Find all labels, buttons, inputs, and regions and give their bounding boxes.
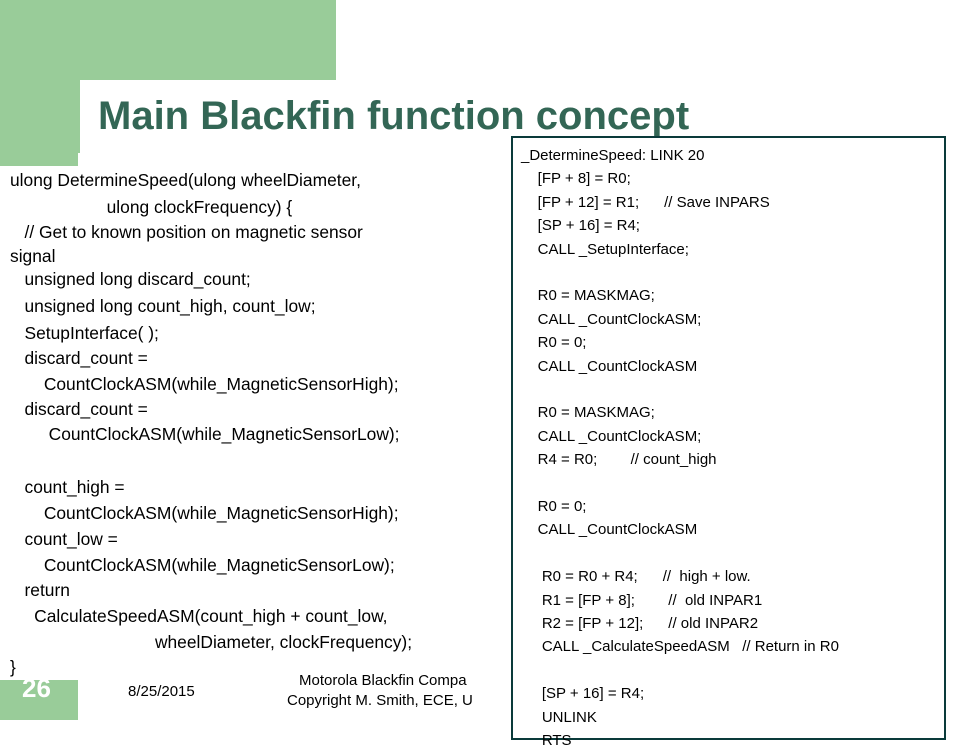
c-code-line: }: [10, 657, 16, 677]
asm-code-line: CALL _CountClockASM: [521, 357, 698, 375]
c-code-line: unsigned long discard_count;: [10, 269, 251, 289]
c-code-line: discard_count =: [10, 399, 148, 419]
c-code-line: unsigned long count_high, count_low;: [10, 296, 316, 316]
asm-code-line: _DetermineSpeed: LINK 20: [521, 147, 705, 164]
asm-code-line: UNLINK: [521, 708, 597, 726]
asm-code-line: R0 = R0 + R4; // high + low.: [521, 568, 751, 586]
c-code-line: count_high =: [10, 477, 125, 497]
asm-code-line: R4 = R0; // count_high: [521, 451, 717, 469]
copyright-line-2: Copyright M. Smith, ECE, U: [287, 692, 473, 709]
c-code-line: discard_count =: [10, 348, 148, 368]
asm-code-line: CALL _SetupInterface;: [521, 240, 689, 258]
asm-code-line: R0 = MASKMAG;: [521, 404, 655, 422]
c-code-panel: ulong DetermineSpeed(ulong wheelDiameter…: [0, 166, 510, 680]
c-code-line: ulong DetermineSpeed(ulong wheelDiameter…: [10, 170, 361, 190]
c-code-line: CountClockASM(while_MagneticSensorLow);: [10, 555, 395, 575]
footer-date: 8/25/2015: [128, 683, 195, 700]
assembly-code-box: _DetermineSpeed: LINK 20 [FP + 8] = R0; …: [511, 136, 946, 749]
asm-code-line: R0 = 0;: [521, 334, 587, 352]
c-code-line: CountClockASM(while_MagneticSensorHigh);: [10, 503, 399, 523]
c-code-line: CalculateSpeedASM(count_high + count_low…: [10, 606, 388, 626]
c-code-line: return: [10, 580, 70, 600]
asm-code-line: CALL _CountClockASM;: [521, 310, 702, 328]
asm-code-line: CALL _CountClockASM;: [521, 427, 702, 445]
asm-code-line: R0 = MASKMAG;: [521, 287, 655, 305]
asm-code-line: R0 = 0;: [521, 498, 587, 515]
copyright-line-1: Motorola Blackfin Compa: [299, 672, 467, 689]
asm-code-line: [SP + 16] = R4;: [521, 217, 640, 235]
c-code-line: count_low =: [10, 529, 118, 549]
asm-code-line: RTS: [521, 732, 572, 749]
slide-number: 26: [22, 673, 51, 703]
asm-code-line: R1 = [FP + 8]; // old INPAR1: [521, 591, 763, 609]
footer-copyright: Motorola Blackfin Compa Copyright M. Smi…: [287, 672, 509, 720]
c-code-line: ulong clockFrequency) {: [10, 197, 293, 217]
asm-code-line: [SP + 16] = R4;: [521, 685, 645, 703]
c-code-line: // Get to known position on magnetic sen…: [10, 222, 363, 242]
c-code-line: SetupInterface( );: [10, 323, 159, 343]
asm-code-line: CALL _CountClockASM: [521, 521, 698, 539]
decorative-notch: [80, 80, 336, 153]
slide-title: Main Blackfin function concept: [98, 94, 690, 138]
asm-code-line: [FP + 12] = R1; // Save INPARS: [521, 193, 770, 211]
c-code-line: wheelDiameter, clockFrequency);: [10, 632, 413, 652]
c-code-line: CountClockASM(while_MagneticSensorHigh);: [10, 374, 399, 394]
asm-code-line: [FP + 8] = R0;: [521, 170, 631, 188]
c-code-line: CountClockASM(while_MagneticSensorLow);: [10, 424, 400, 444]
asm-code-line: CALL _CalculateSpeedASM // Return in R0: [521, 638, 839, 656]
c-code-line: signal: [10, 246, 56, 266]
asm-code-line: R2 = [FP + 12]; // old INPAR2: [521, 615, 759, 632]
